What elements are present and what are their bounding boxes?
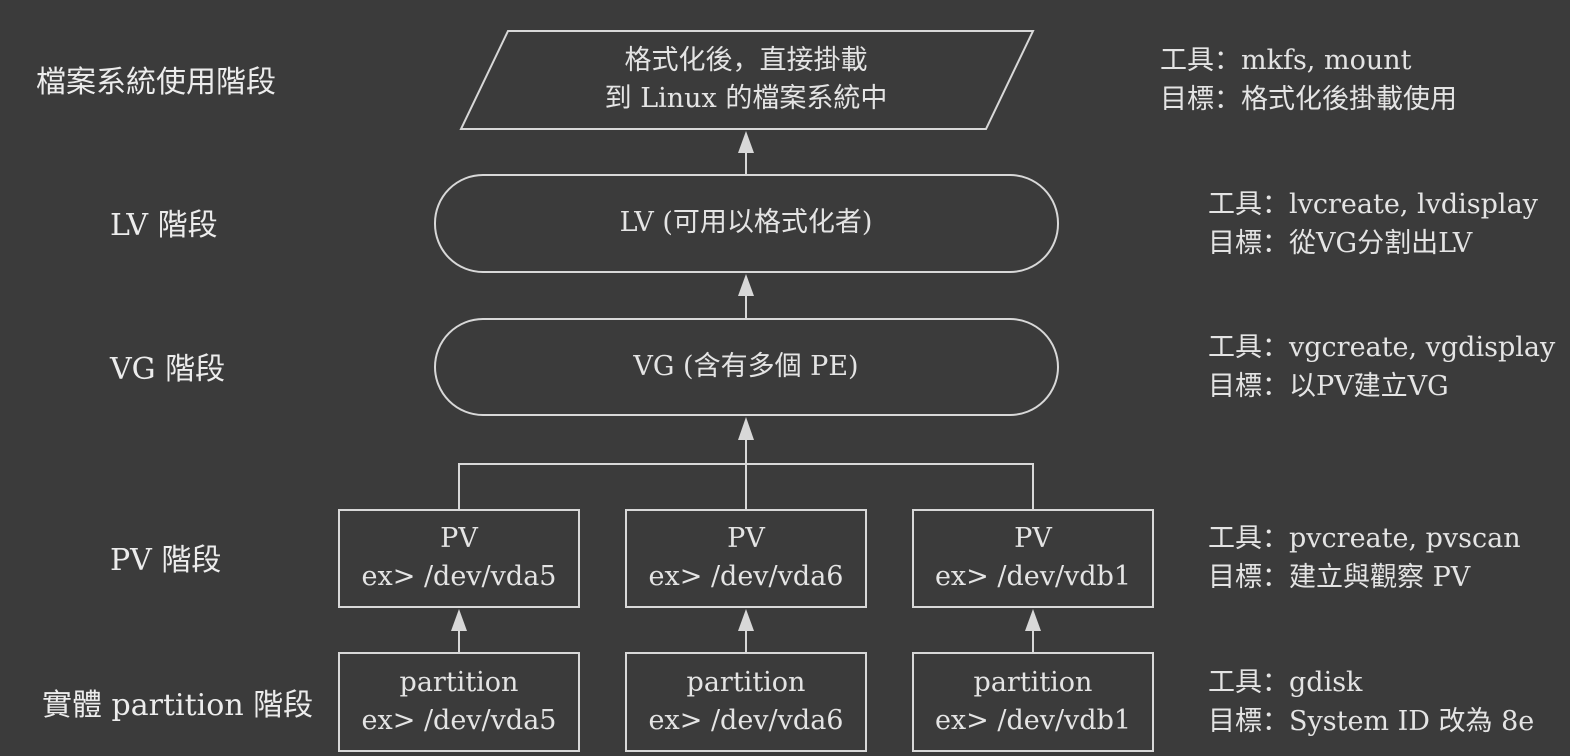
fs-node-line-2: 到 Linux 的檔案系統中: [604, 83, 888, 114]
tools-fs-goal: 目標：格式化後掛載使用: [1160, 84, 1457, 115]
partition-node-1-text: partition ex> /dev/vda5: [362, 664, 557, 740]
partition-node-2-device: ex> /dev/vda6: [648, 705, 844, 736]
tools-pv-goal: 目標：建立與觀察 PV: [1208, 562, 1471, 593]
pv-node-3-text: PV ex> /dev/vdb1: [935, 520, 1131, 596]
stage-label-pv: PV 階段: [110, 543, 222, 578]
arrowhead-part3-to-pv3: [1025, 609, 1041, 631]
fs-node-line-1: 格式化後，直接掛載: [624, 45, 868, 76]
fs-node-text: 格式化後，直接掛載 到 Linux 的檔案系統中: [605, 42, 888, 118]
stage-label-lv: LV 階段: [110, 208, 218, 243]
arrowhead-part1-to-pv1: [451, 609, 467, 631]
pv-node-1-device: ex> /dev/vda5: [361, 561, 557, 592]
tools-vg: 工具：vgcreate, vgdisplay 目標：以PV建立VG: [1208, 328, 1555, 406]
tools-pv-tool: 工具：pvcreate, pvscan: [1208, 523, 1521, 554]
stage-label-fs: 檔案系統使用階段: [36, 65, 276, 100]
partition-node-3-device: ex> /dev/vdb1: [934, 705, 1132, 736]
partition-node-2-text: partition ex> /dev/vda6: [649, 664, 844, 740]
pv-node-2-text: PV ex> /dev/vda6: [649, 520, 844, 596]
partition-node-1-device: ex> /dev/vda5: [361, 705, 557, 736]
tools-lv-tool: 工具：lvcreate, lvdisplay: [1208, 189, 1538, 220]
tools-vg-tool: 工具：vgcreate, vgdisplay: [1208, 332, 1556, 363]
arrowhead-pv-to-vg: [738, 417, 754, 440]
pv-node-3-title: PV: [1014, 523, 1052, 554]
vg-node-text: VG (含有多個 PE): [633, 348, 858, 386]
vg-node-line-1: VG (含有多個 PE): [633, 351, 859, 382]
arrowhead-lv-to-fs: [738, 131, 754, 153]
stage-label-vg: VG 階段: [110, 352, 226, 387]
tools-fs: 工具：mkfs, mount 目標：格式化後掛載使用: [1160, 41, 1457, 119]
pv-node-1-title: PV: [440, 523, 478, 554]
tools-lv: 工具：lvcreate, lvdisplay 目標：從VG分割出LV: [1208, 185, 1538, 263]
partition-node-3-text: partition ex> /dev/vdb1: [935, 664, 1131, 740]
pv-node-2-title: PV: [727, 523, 765, 554]
tools-fs-tool: 工具：mkfs, mount: [1160, 45, 1412, 76]
pv-node-2-device: ex> /dev/vda6: [648, 561, 844, 592]
lv-node-line-1: LV (可用以格式化者): [619, 207, 873, 238]
tools-partition-tool: 工具：gdisk: [1208, 667, 1363, 698]
partition-node-2-title: partition: [686, 667, 806, 698]
pv-node-1-text: PV ex> /dev/vda5: [362, 520, 557, 596]
partition-node-1-title: partition: [399, 667, 519, 698]
tools-vg-goal: 目標：以PV建立VG: [1208, 371, 1449, 402]
lv-node-text: LV (可用以格式化者): [620, 204, 873, 242]
tools-lv-goal: 目標：從VG分割出LV: [1208, 228, 1473, 259]
tools-partition-goal: 目標：System ID 改為 8e: [1208, 706, 1535, 737]
pv-node-3-device: ex> /dev/vdb1: [934, 561, 1132, 592]
arrowhead-vg-to-lv: [738, 274, 754, 296]
stage-label-partition: 實體 partition 階段: [42, 688, 314, 723]
partition-node-3-title: partition: [973, 667, 1093, 698]
fs-parallelogram: [459, 30, 1035, 130]
tools-partition: 工具：gdisk 目標：System ID 改為 8e: [1208, 663, 1534, 741]
tools-pv: 工具：pvcreate, pvscan 目標：建立與觀察 PV: [1208, 519, 1521, 597]
arrowhead-part2-to-pv2: [738, 609, 754, 631]
